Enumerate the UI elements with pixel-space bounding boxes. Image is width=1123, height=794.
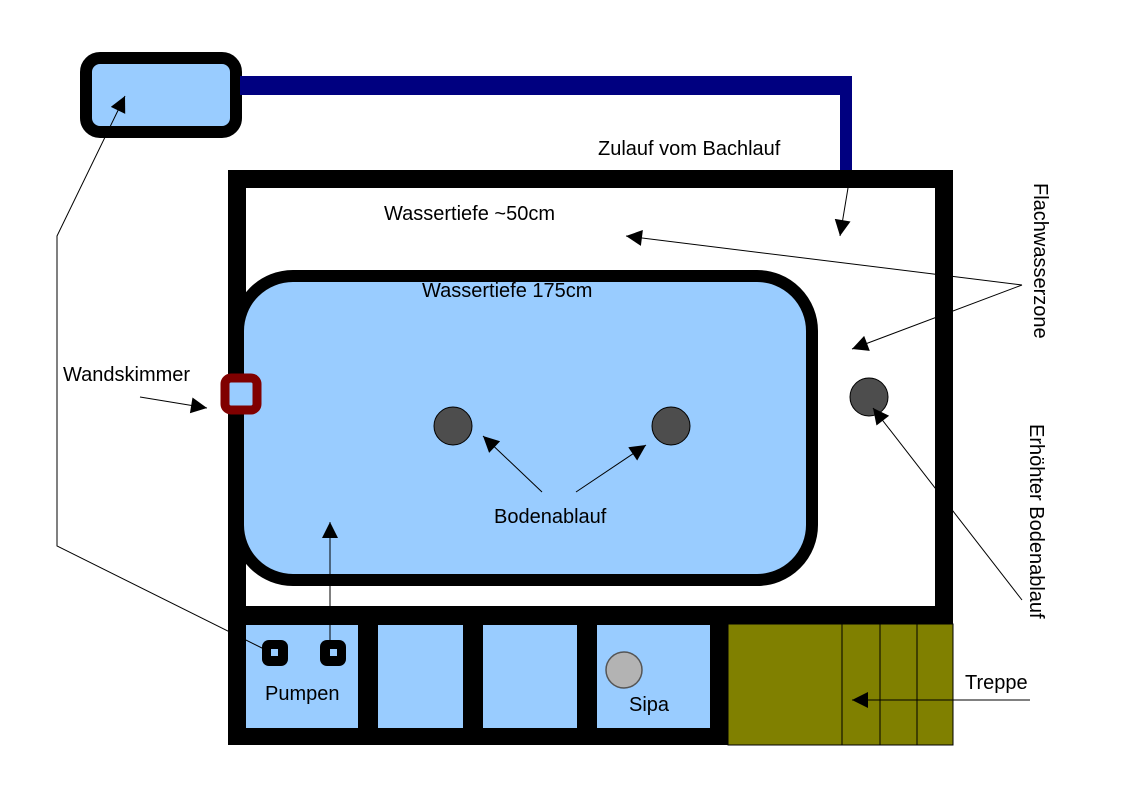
inlet-pipe-horizontal	[240, 76, 852, 95]
raised-bottom-drain	[849, 377, 889, 417]
inlet-arrow	[834, 187, 851, 237]
wall-skimmer	[220, 373, 262, 415]
inlet-pipe-vertical	[840, 76, 852, 188]
inlet-label: Zulauf vom Bachlauf	[598, 138, 781, 160]
raised-drain-label: Erhöhter Bodenablauf	[1025, 424, 1047, 619]
shallow-zone-label: Flachwasserzone	[1029, 183, 1051, 339]
raised-drain-arrow	[872, 407, 1023, 601]
drain-arrow-1	[482, 435, 543, 493]
chamber-2	[378, 625, 463, 728]
pump-1-inlet	[271, 649, 278, 656]
stairs-label: Treppe	[965, 672, 1028, 694]
sipa-label: Sipa	[629, 694, 670, 716]
bottom-drain-label: Bodenablauf	[494, 506, 607, 528]
drain-arrow-2	[575, 444, 647, 493]
bottom-drain-1	[433, 406, 473, 446]
shallow-zone-arrow-2	[851, 284, 1023, 351]
deep-zone	[232, 270, 818, 586]
return-line-to-filter	[56, 95, 271, 653]
deep-depth-label: Wassertiefe 175cm	[422, 280, 592, 302]
bottom-drain-2	[651, 406, 691, 446]
skimmer-label: Wandskimmer	[63, 364, 190, 386]
stairs	[727, 623, 954, 746]
shallow-depth-label: Wassertiefe ~50cm	[384, 203, 555, 225]
pump-2-inlet	[330, 649, 337, 656]
skimmer-arrow	[139, 396, 208, 414]
shallow-zone-arrow-1	[625, 230, 1023, 286]
pumps-label: Pumpen	[265, 683, 340, 705]
stream-filter-box	[80, 52, 242, 138]
chamber-3	[483, 625, 577, 728]
sipa-icon	[605, 651, 643, 689]
